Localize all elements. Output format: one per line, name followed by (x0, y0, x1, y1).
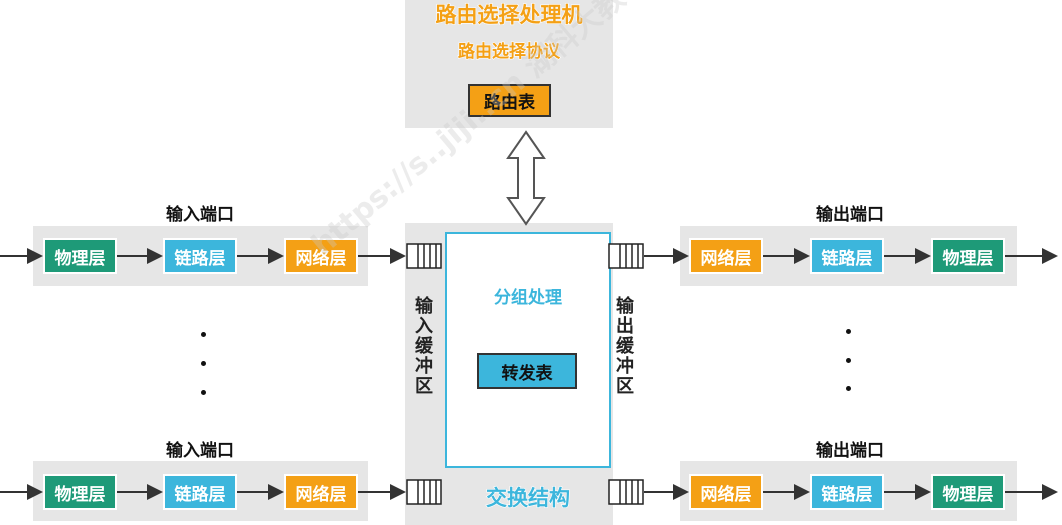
routing-table-box: 路由表 (468, 84, 551, 117)
input-1-network-layer: 网络层 (284, 238, 358, 274)
input-ellipsis-dot (201, 390, 206, 395)
input-buffer-label: 输入缓冲区 (412, 296, 433, 396)
output-2-physical-layer: 物理层 (931, 474, 1005, 510)
input-ellipsis-dot (201, 332, 206, 337)
output-1-link-layer: 链路层 (810, 238, 884, 274)
input-1-link-layer: 链路层 (163, 238, 237, 274)
double-arrow-icon (506, 130, 546, 226)
forwarding-table-box: 转发表 (477, 353, 577, 389)
input-ellipsis-dot (201, 361, 206, 366)
output-buffer-label: 输出缓冲区 (613, 296, 634, 396)
output-1-network-layer: 网络层 (689, 238, 763, 274)
layer-label: 物理层 (54, 484, 106, 505)
output-2-link-layer: 链路层 (810, 474, 884, 510)
input-1-physical-layer: 物理层 (43, 238, 117, 274)
input-2-network-layer: 网络层 (284, 474, 358, 510)
input-port-title-2: 输入端口 (166, 441, 234, 461)
layer-label: 物理层 (54, 248, 106, 269)
output-2-network-layer: 网络层 (689, 474, 763, 510)
output-ellipsis-dot (846, 329, 851, 334)
input-buffer-queue-icon (406, 243, 442, 269)
layer-label: 链路层 (174, 248, 226, 269)
routing-table-label: 路由表 (484, 93, 535, 113)
layer-label: 网络层 (295, 248, 347, 269)
routing-protocol-label: 路由选择协议 (457, 41, 560, 62)
routing-processor-title: 路由选择处理机 (435, 2, 583, 27)
output-buffer-queue-icon (608, 479, 644, 505)
layer-label: 链路层 (821, 484, 873, 505)
output-buffer-queue-icon (608, 243, 644, 269)
output-port-title-2: 输出端口 (816, 441, 884, 461)
layer-label: 链路层 (174, 484, 226, 505)
output-port-title-1: 输出端口 (816, 205, 884, 225)
input-port-title-1: 输入端口 (166, 205, 234, 225)
packet-processing-label: 分组处理 (494, 288, 562, 308)
output-ellipsis-dot (846, 386, 851, 391)
layer-label: 物理层 (942, 248, 994, 269)
layer-label: 网络层 (295, 484, 347, 505)
layer-label: 物理层 (942, 484, 994, 505)
layer-label: 网络层 (700, 248, 752, 269)
forwarding-table-label: 转发表 (501, 363, 553, 384)
input-2-physical-layer: 物理层 (43, 474, 117, 510)
switch-fabric-core (445, 232, 611, 468)
output-ellipsis-dot (846, 358, 851, 363)
layer-label: 链路层 (821, 248, 873, 269)
input-2-link-layer: 链路层 (163, 474, 237, 510)
layer-label: 网络层 (700, 484, 752, 505)
input-buffer-queue-icon (406, 479, 442, 505)
switch-fabric-label: 交换结构 (485, 485, 570, 510)
output-1-physical-layer: 物理层 (931, 238, 1005, 274)
